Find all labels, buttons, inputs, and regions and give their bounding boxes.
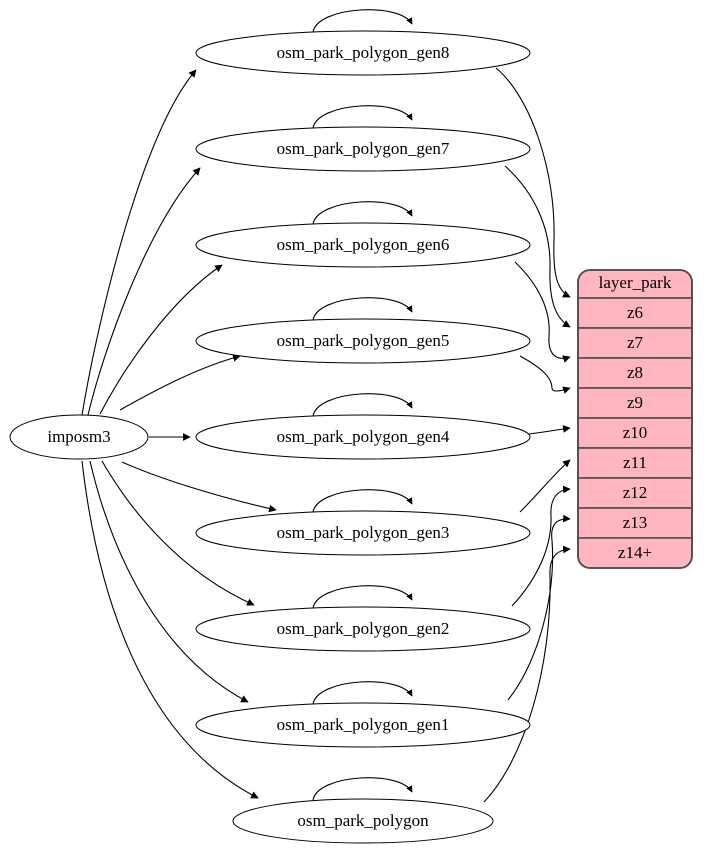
layer-park-label-z12: z12 (623, 483, 648, 502)
layer-park-label-z10: z10 (623, 423, 648, 442)
edge-imposm3-to-gen3 (121, 461, 277, 513)
layer-park-label-z8: z8 (627, 363, 643, 382)
gen3-label: osm_park_polygon_gen3 (277, 523, 450, 542)
edge-gen3-to-z11 (519, 459, 571, 513)
self-loop-gen7 (312, 105, 413, 129)
edge-imposm3-to-gen8 (81, 69, 197, 416)
gen5-label: osm_park_polygon_gen5 (277, 331, 450, 350)
imposm3-ellipse[interactable] (9, 414, 149, 460)
node-osm_park_polygon_gen8[interactable]: osm_park_polygon_gen8 (195, 30, 531, 76)
self-loop-gen1 (312, 681, 413, 705)
gen4-label: osm_park_polygon_gen4 (277, 427, 450, 446)
self-loop-polygon (312, 777, 413, 801)
gen3-ellipse[interactable] (195, 510, 531, 556)
gen1-ellipse[interactable] (195, 702, 531, 748)
edge-imposm3-to-gen6 (99, 264, 223, 415)
edge-polygon-to-z14 (483, 545, 571, 803)
polygon-ellipse[interactable] (232, 798, 494, 844)
gen8-label: osm_park_polygon_gen8 (277, 43, 450, 62)
self-loop-gen4 (312, 393, 413, 417)
edges-from-source (81, 69, 277, 799)
gen6-ellipse[interactable] (195, 222, 531, 268)
node-osm_park_polygon_gen1[interactable]: osm_park_polygon_gen1 (195, 702, 531, 748)
edge-gen8-to-z6 (495, 67, 571, 298)
gen7-label: osm_park_polygon_gen7 (277, 139, 450, 158)
node-osm_park_polygon_gen6[interactable]: osm_park_polygon_gen6 (195, 222, 531, 268)
self-loops (312, 9, 413, 801)
layer-park-label-z7: z7 (627, 333, 644, 352)
layer-park-outline (577, 269, 693, 569)
self-loop-gen2 (312, 585, 413, 609)
node-osm_park_polygon_gen3[interactable]: osm_park_polygon_gen3 (195, 510, 531, 556)
node-osm_park_polygon_gen2[interactable]: osm_park_polygon_gen2 (195, 606, 531, 652)
gen4-ellipse[interactable] (195, 414, 531, 460)
gen8-ellipse[interactable] (195, 30, 531, 76)
layer-park-label-z13: z13 (623, 513, 648, 532)
node-osm_park_polygon_gen5[interactable]: osm_park_polygon_gen5 (195, 318, 531, 364)
edge-gen5-to-z9 (519, 355, 571, 394)
self-loop-gen8 (312, 9, 413, 33)
edge-imposm3-to-gen2 (101, 460, 255, 606)
layer-park-label-z9: z9 (627, 393, 643, 412)
layer-park-label-z14: z14+ (618, 543, 652, 562)
layer-park-label-z11: z11 (623, 453, 647, 472)
node-osm_park_polygon_gen7[interactable]: osm_park_polygon_gen7 (195, 126, 531, 172)
gen6-label: osm_park_polygon_gen6 (277, 235, 450, 254)
edge-gen4-to-z10 (528, 425, 571, 435)
edge-imposm3-to-polygon (81, 460, 259, 799)
edges-to-layer-table (483, 67, 571, 803)
layer-park-header-label: layer_park (599, 273, 672, 292)
polygon-label: osm_park_polygon (297, 811, 429, 830)
edge-gen2-to-z12 (511, 485, 571, 607)
edge-imposm3-to-gen5 (119, 354, 241, 411)
layer-park-label-z6: z6 (627, 303, 643, 322)
layer-park-table[interactable]: layer_park z6 z7 z8 z9 z10 z11 z12 z13 z… (577, 269, 693, 569)
edge-imposm3-to-gen1 (89, 460, 249, 703)
gen1-label: osm_park_polygon_gen1 (277, 715, 450, 734)
node-osm_park_polygon[interactable]: osm_park_polygon (232, 798, 494, 844)
edge-gen1-to-z13 (507, 514, 571, 701)
imposm3-label: imposm3 (47, 427, 110, 446)
gen2-label: osm_park_polygon_gen2 (277, 619, 450, 638)
node-osm_park_polygon_gen4[interactable]: osm_park_polygon_gen4 (195, 414, 531, 460)
layer-park-row-z10[interactable] (577, 417, 693, 449)
edge-imposm3-to-gen7 (87, 167, 201, 416)
edge-gen7-to-z7 (504, 165, 571, 328)
self-loop-gen3 (312, 489, 413, 513)
self-loop-gen5 (312, 297, 413, 321)
layer-park-row-z11[interactable] (577, 447, 693, 479)
node-imposm3[interactable]: imposm3 (9, 414, 149, 460)
gen7-ellipse[interactable] (195, 126, 531, 172)
gen2-ellipse[interactable] (195, 606, 531, 652)
edge-gen6-to-z8 (514, 261, 571, 363)
gen5-ellipse[interactable] (195, 318, 531, 364)
self-loop-gen6 (312, 201, 413, 225)
